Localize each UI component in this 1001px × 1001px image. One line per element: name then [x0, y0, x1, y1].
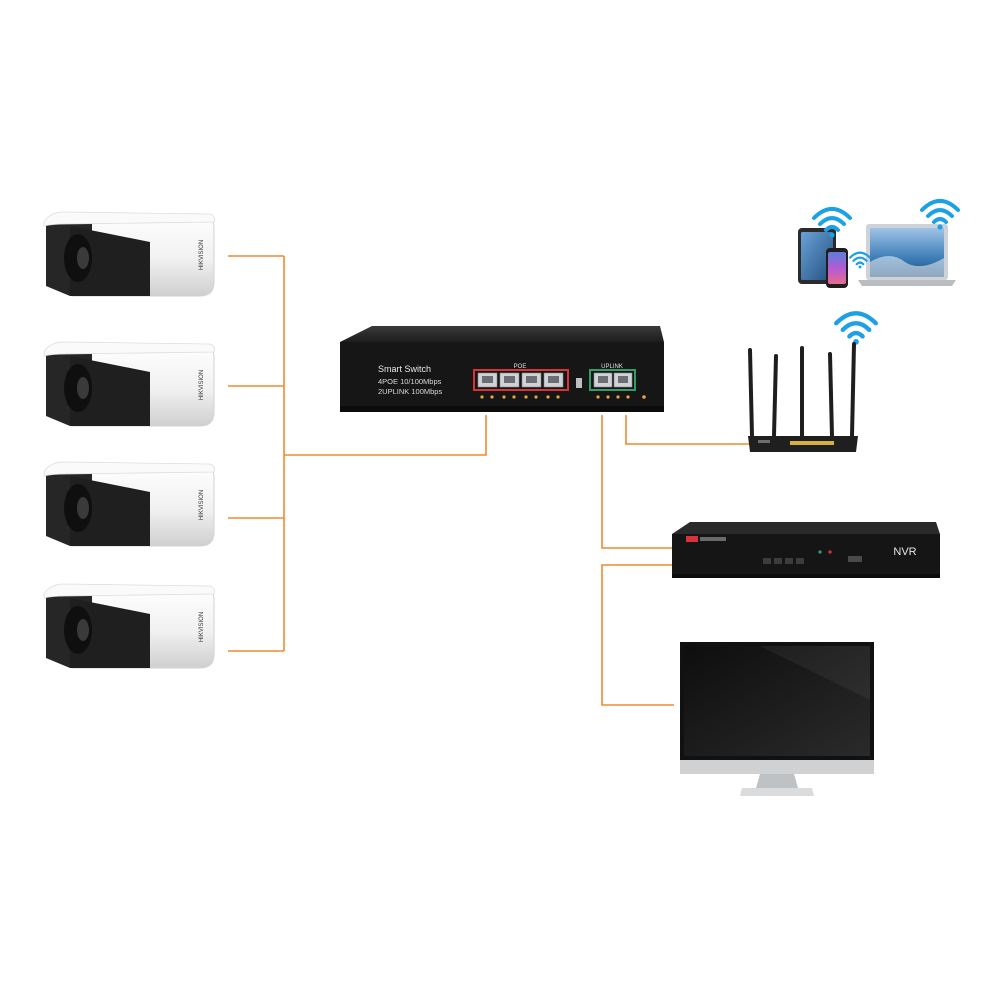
cable-uplink-to-nvr: [601, 415, 674, 549]
nvr-label: NVR: [893, 546, 916, 558]
switch-spec-1: 4POE 10/100Mbps: [378, 377, 442, 386]
camera-icon: [43, 341, 215, 427]
poe-label: POE: [514, 364, 527, 370]
monitor-icon: [680, 642, 874, 796]
poe-switch: Smart Switch 4POE 10/100Mbps 2UPLINK 100…: [340, 326, 664, 412]
nvr: NVR: [672, 522, 940, 578]
poe-ports: [473, 369, 569, 399]
camera-4: HIKVISION: [43, 583, 215, 669]
camera-icon: [43, 583, 215, 669]
wifi-icon: [836, 313, 876, 344]
camera-3: HIKVISION: [43, 461, 215, 547]
switch-title: Smart Switch: [378, 364, 431, 374]
camera-brand: HIKVISION: [199, 240, 205, 270]
camera-icon: [43, 211, 215, 297]
cable-nvr-to-monitor: [601, 564, 674, 706]
router: [748, 313, 876, 452]
camera-brand: HIKVISION: [199, 612, 205, 642]
camera-icon: [43, 461, 215, 547]
dip-switch: [576, 378, 582, 388]
cable-uplink-to-router: [625, 415, 752, 445]
camera-brand: HIKVISION: [199, 490, 205, 520]
switch-spec-2: 2UPLINK 100Mbps: [378, 387, 442, 396]
camera-2: HIKVISION: [43, 341, 215, 427]
uplink-ports: [589, 369, 636, 399]
router-antennas: [748, 342, 856, 438]
phone-icon: [826, 248, 848, 288]
laptop-icon: [858, 224, 956, 286]
camera-brand: HIKVISION: [199, 370, 205, 400]
uplink-label: UPLINK: [601, 364, 623, 370]
camera-1: HIKVISION: [43, 211, 215, 297]
switch-top: [340, 326, 664, 342]
cables: [228, 255, 752, 706]
cable-trunk-to-switch: [284, 415, 487, 456]
client-devices: [798, 199, 960, 288]
power-led: [642, 395, 646, 399]
